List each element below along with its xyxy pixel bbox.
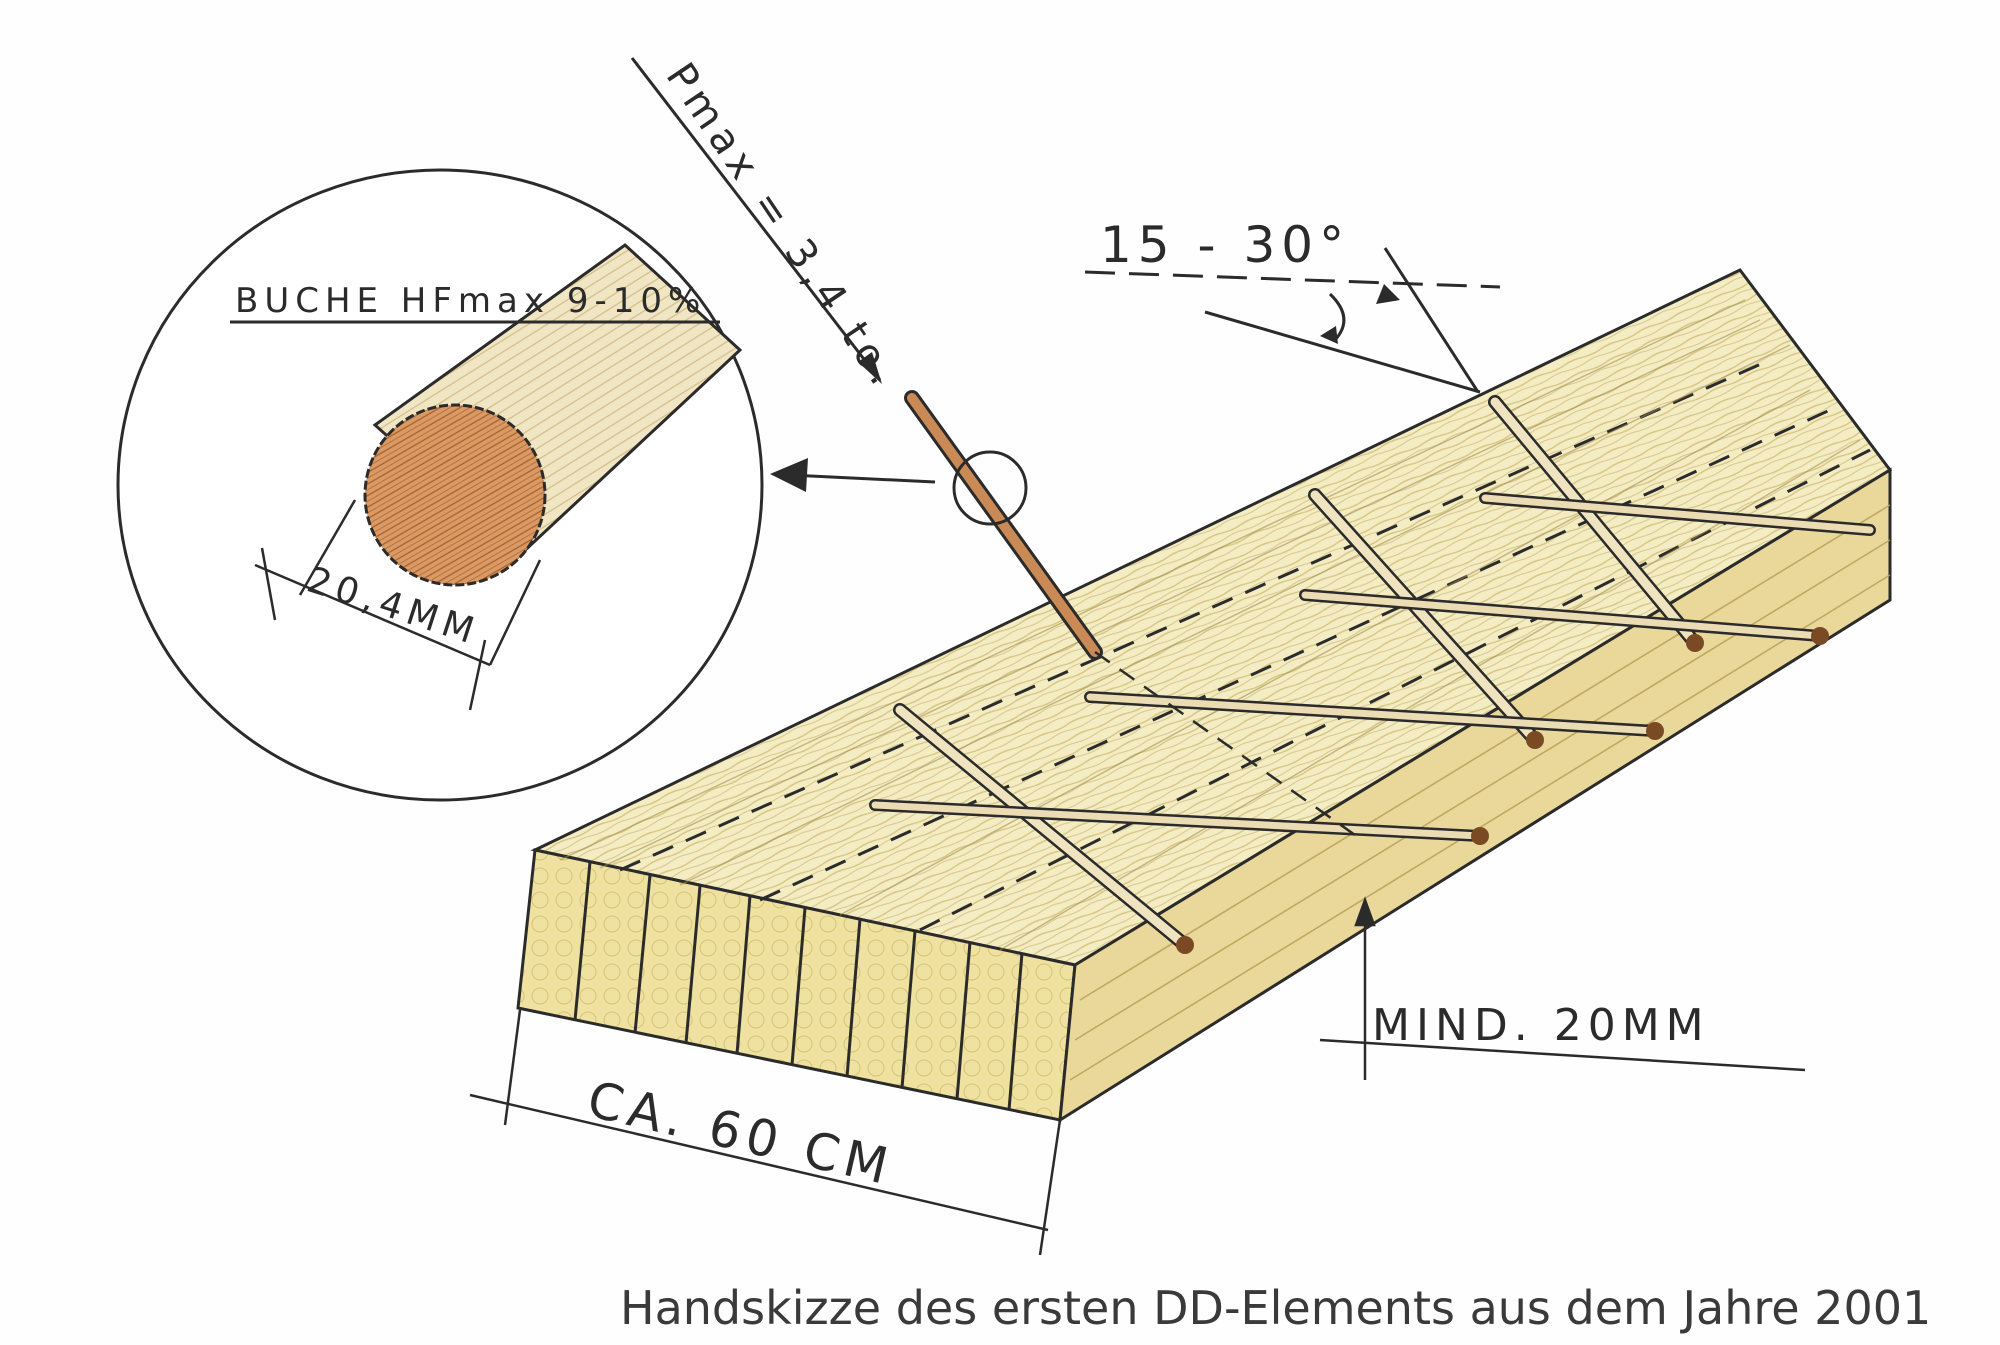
dowel-driven bbox=[904, 390, 1356, 837]
callout-arrow bbox=[770, 458, 936, 492]
material-label: BUCHE HFmax 9-10% bbox=[235, 281, 706, 321]
detail-marker-circle bbox=[952, 450, 1028, 526]
dowel-6 bbox=[1299, 589, 1829, 645]
angle-indicator bbox=[1084, 247, 1501, 394]
figure-caption: Handskizze des ersten DD-Elements aus de… bbox=[620, 1281, 1932, 1335]
diameter-dimension bbox=[254, 499, 542, 711]
dowel-4 bbox=[869, 799, 1489, 845]
min-depth-dimension bbox=[1319, 896, 1806, 1080]
dowel-end-profile bbox=[363, 403, 547, 587]
width-dimension bbox=[469, 1009, 1062, 1256]
dowel-2 bbox=[1308, 488, 1544, 749]
dowel-7 bbox=[1479, 492, 1876, 536]
detail-callout bbox=[116, 168, 764, 802]
angle-label: 15 - 30° bbox=[1100, 216, 1350, 274]
dowels bbox=[869, 390, 1876, 954]
dowel-3 bbox=[1488, 395, 1704, 652]
min-depth-label: MIND. 20MM bbox=[1372, 1000, 1710, 1051]
dowel-5 bbox=[1084, 691, 1664, 740]
lamella-lines bbox=[573, 861, 1024, 1111]
width-label: CA. 60 CM bbox=[582, 1070, 899, 1197]
dowel-1 bbox=[893, 703, 1194, 954]
force-arrow bbox=[630, 57, 882, 384]
